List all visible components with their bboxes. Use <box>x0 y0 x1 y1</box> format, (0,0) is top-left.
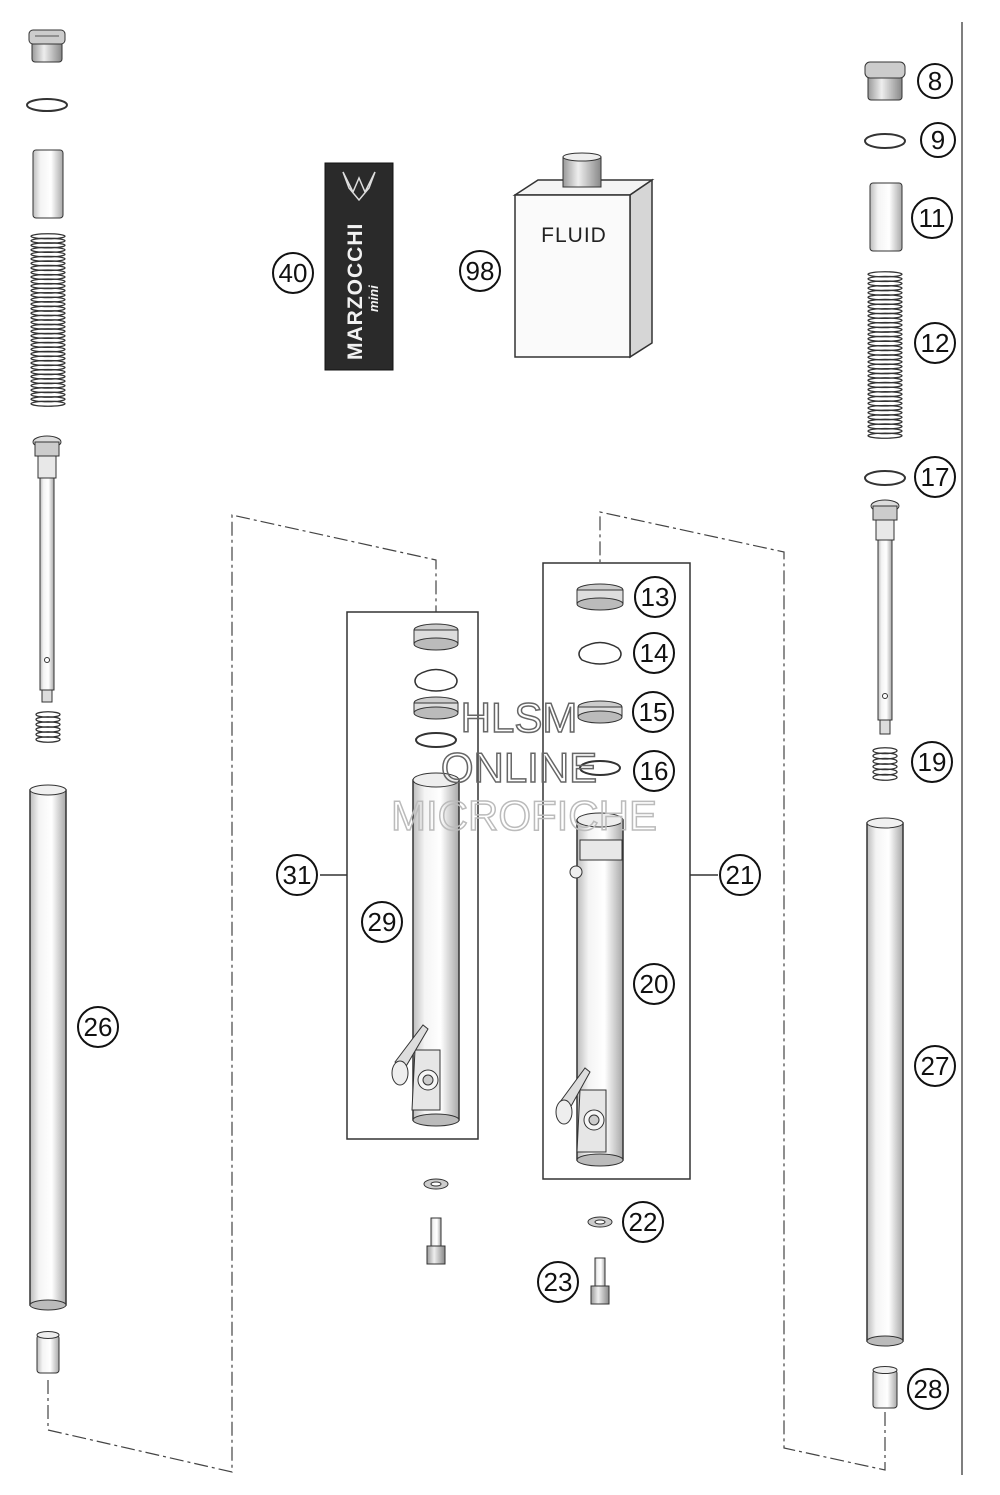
callout-9-label: 9 <box>931 125 945 155</box>
callout-9: 9 <box>920 122 956 158</box>
inner-tube-assembly-right <box>542 562 718 1180</box>
inner-tube-assembly-left <box>320 611 479 1140</box>
callout-98-label: 98 <box>466 256 495 286</box>
left-top-cap <box>28 29 66 63</box>
callout-28-label: 28 <box>914 1374 943 1404</box>
callout-14: 14 <box>633 632 675 674</box>
callout-13-label: 13 <box>641 582 670 612</box>
left-damper-rod <box>32 435 62 703</box>
callout-23: 23 <box>537 1261 579 1303</box>
callout-28: 28 <box>907 1368 949 1410</box>
callout-8-label: 8 <box>928 66 942 96</box>
callout-40: 40 <box>272 252 314 294</box>
sticker-brand-text: MARZOCCHI <box>344 223 367 360</box>
callout-17: 17 <box>914 456 956 498</box>
callout-19: 19 <box>911 741 953 783</box>
left-spacer <box>32 149 64 219</box>
callout-13: 13 <box>634 576 676 618</box>
left-outer-tube <box>29 784 67 1311</box>
callout-8: 8 <box>917 63 953 99</box>
right-o-ring <box>864 133 906 149</box>
callout-15: 15 <box>632 691 674 733</box>
callout-31: 31 <box>276 854 318 896</box>
callout-12: 12 <box>914 322 956 364</box>
left-axle-bolt <box>423 1178 449 1265</box>
callout-21-label: 21 <box>726 860 755 890</box>
watermark: HLSM ONLINE MICROFICHE <box>390 693 658 840</box>
callout-17-label: 17 <box>921 462 950 492</box>
callout-26: 26 <box>77 1006 119 1048</box>
callout-22-label: 22 <box>629 1207 658 1237</box>
watermark-line3: MICROFICHE <box>391 792 657 839</box>
callout-26-label: 26 <box>84 1012 113 1042</box>
callout-11: 11 <box>911 197 953 239</box>
right-top-cap <box>864 61 906 101</box>
right-axle-bolt <box>587 1216 613 1305</box>
left-spring <box>30 233 66 407</box>
left-bottom-bushing <box>36 1331 60 1374</box>
watermark-line2: ONLINE <box>441 744 597 791</box>
watermark-line1: HLSM <box>461 694 578 741</box>
callout-16: 16 <box>633 750 675 792</box>
left-fork-leg-parts <box>26 29 68 1374</box>
callout-22: 22 <box>622 1201 664 1243</box>
callout-20-label: 20 <box>640 969 669 999</box>
callout-27: 27 <box>914 1045 956 1087</box>
callout-23-label: 23 <box>544 1267 573 1297</box>
callout-16-label: 16 <box>640 756 669 786</box>
right-bottom-bushing <box>872 1366 898 1409</box>
fluid-bottle: FLUID <box>512 152 655 359</box>
right-fork-leg-parts <box>864 61 906 1409</box>
fluid-label: FLUID <box>541 224 607 247</box>
right-spacer <box>869 182 903 252</box>
callout-12-label: 12 <box>921 328 950 358</box>
assembly-guide-lines <box>47 511 886 1473</box>
callout-21: 21 <box>719 854 761 896</box>
callout-11-label: 11 <box>919 203 946 233</box>
right-outer-tube <box>866 817 904 1347</box>
right-damper-rod <box>870 499 900 735</box>
right-spring <box>867 271 903 439</box>
callout-98: 98 <box>459 250 501 292</box>
callout-31-label: 31 <box>283 860 312 890</box>
callout-19-label: 19 <box>918 747 947 777</box>
right-spring-seat <box>864 470 906 486</box>
left-rebound-spring <box>35 711 61 743</box>
callout-20: 20 <box>633 963 675 1005</box>
right-rebound-spring <box>872 747 898 781</box>
marzocchi-sticker: MARZOCCHI mini <box>324 162 394 371</box>
callout-27-label: 27 <box>921 1051 950 1081</box>
callout-29-label: 29 <box>368 907 397 937</box>
callout-15-label: 15 <box>639 697 668 727</box>
left-o-ring <box>26 98 68 112</box>
callout-29: 29 <box>361 901 403 943</box>
sticker-sub-text: mini <box>366 285 381 312</box>
callout-40-label: 40 <box>279 258 308 288</box>
callout-14-label: 14 <box>640 638 669 668</box>
